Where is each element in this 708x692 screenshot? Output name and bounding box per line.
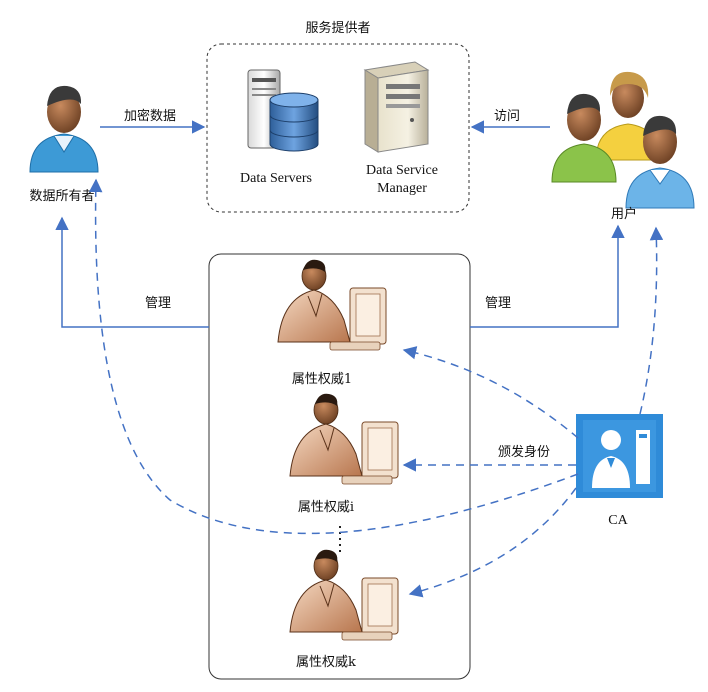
access-label: 访问 [494,109,520,124]
ca-to-data-owner-arrow [88,178,579,535]
ca-to-authority-k-arrow [408,487,577,598]
users-group-icon [551,71,695,209]
ca-label: CA [608,513,628,528]
data-owner-label: 数据所有者 [29,189,94,204]
encrypt-data-label: 加密数据 [124,108,176,124]
ca-to-users-arrow [639,226,664,415]
manage-left-label: 管理 [145,296,171,311]
authority-person-icon [289,549,399,641]
attribute-authorities-box [208,253,471,680]
users-label: 用户 [611,206,637,222]
data-owner-icon [29,85,99,173]
authority-person-icon [277,259,387,351]
ca-to-authority-1-arrow [402,346,579,439]
server-database-icon [247,69,319,152]
ca-dashed-arrows [88,178,664,598]
authority-i-label: 属性权威i [298,499,354,515]
authority-k-label: 属性权威k [296,654,356,670]
data-service-manager-label-line1: Data Service [366,163,438,178]
service-provider-box [206,43,470,213]
ca-badge-icon [576,414,663,498]
data-service-manager-label-line2: Manager [377,181,427,196]
service-provider-title: 服务提供者 [305,20,370,36]
service-provider-group: 服务提供者 Data Servers Data Service Manager [206,20,470,213]
manage-right-connector [470,224,625,328]
manage-right-label: 管理 [485,296,511,311]
manage-left-connector [55,216,209,328]
authority-1-label: 属性权威1 [292,371,352,387]
authority-person-icon [289,393,399,485]
server-tower-icon [363,61,430,153]
data-servers-label: Data Servers [240,171,312,186]
issue-identity-label: 颁发身份 [498,444,550,460]
